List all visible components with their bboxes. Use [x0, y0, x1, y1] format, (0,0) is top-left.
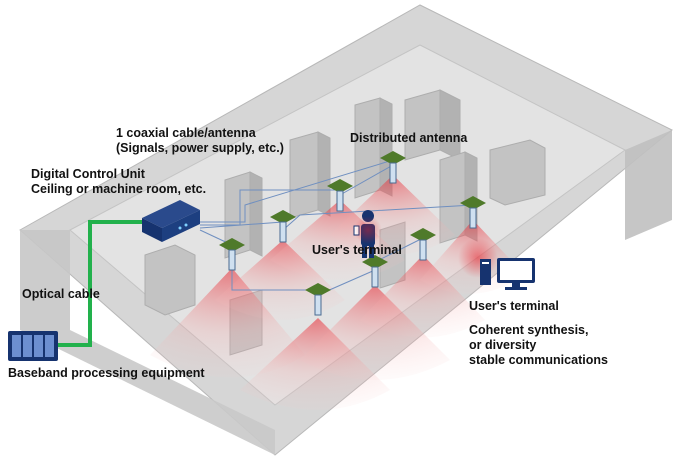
person-icon: [353, 210, 382, 258]
antenna-2: [270, 210, 296, 243]
coherent-label-line2: or diversity: [469, 338, 537, 352]
coherent-label-line3: stable communications: [469, 353, 608, 367]
antenna-7: [362, 255, 388, 288]
antenna-4: [380, 151, 406, 184]
wall-bottom: [20, 330, 275, 455]
coherent-label-line1: Coherent synthesis,: [469, 323, 589, 337]
distributed-antenna-label: Distributed antenna: [350, 131, 468, 145]
coaxial-label: 1 coaxial cable/antenna (Signals, power …: [116, 126, 284, 156]
optical-cable-line: [57, 220, 142, 347]
antenna-8: [305, 283, 331, 316]
baseband-label: Baseband processing equipment: [8, 366, 205, 380]
coherent-label: Coherent synthesis, or diversity stable …: [469, 323, 608, 368]
dcu-label-line1: Digital Control Unit: [31, 167, 145, 181]
digital-control-unit-box: [142, 200, 200, 242]
coaxial-label-line2: (Signals, power supply, etc.): [116, 141, 284, 155]
baseband-equipment-icon: [8, 331, 58, 361]
antenna-6: [410, 228, 436, 261]
coaxial-label-line1: 1 coaxial cable/antenna: [116, 126, 256, 140]
antenna-3: [327, 179, 353, 212]
wall-left: [20, 230, 70, 330]
antennas: [219, 151, 486, 316]
antenna-1: [219, 238, 245, 271]
dcu-label-line2: Ceiling or machine room, etc.: [31, 182, 207, 196]
wall-right: [625, 130, 672, 240]
dcu-label: Digital Control Unit Ceiling or machine …: [31, 167, 206, 197]
user-terminal-center-label: User's terminal: [312, 243, 402, 257]
desktop-terminal-icon: [458, 238, 535, 290]
optical-cable-label: Optical cable: [22, 287, 100, 301]
user-terminal-right-label: User's terminal: [469, 299, 559, 313]
antenna-5: [460, 196, 486, 229]
